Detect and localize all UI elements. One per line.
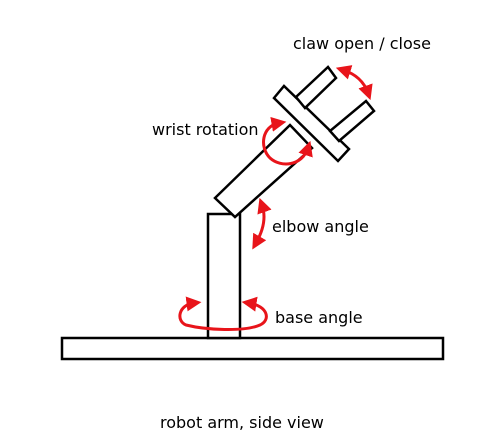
elbow-label: elbow angle: [272, 217, 369, 236]
claw-finger-upper: [294, 65, 338, 110]
claw-finger-lower: [328, 99, 376, 143]
caption: robot arm, side view: [160, 413, 324, 432]
base-rotation-arrow: [178, 296, 268, 332]
elbow-angle-arrow: [252, 197, 272, 250]
base-label: base angle: [275, 308, 363, 327]
base-plate: [60, 336, 445, 361]
claw-label: claw open / close: [293, 34, 431, 53]
claw-motion-arrow: [335, 65, 373, 101]
wrist-rotation-arrow: [262, 116, 313, 166]
wrist-label: wrist rotation: [152, 120, 259, 139]
lower-arm: [206, 212, 242, 340]
